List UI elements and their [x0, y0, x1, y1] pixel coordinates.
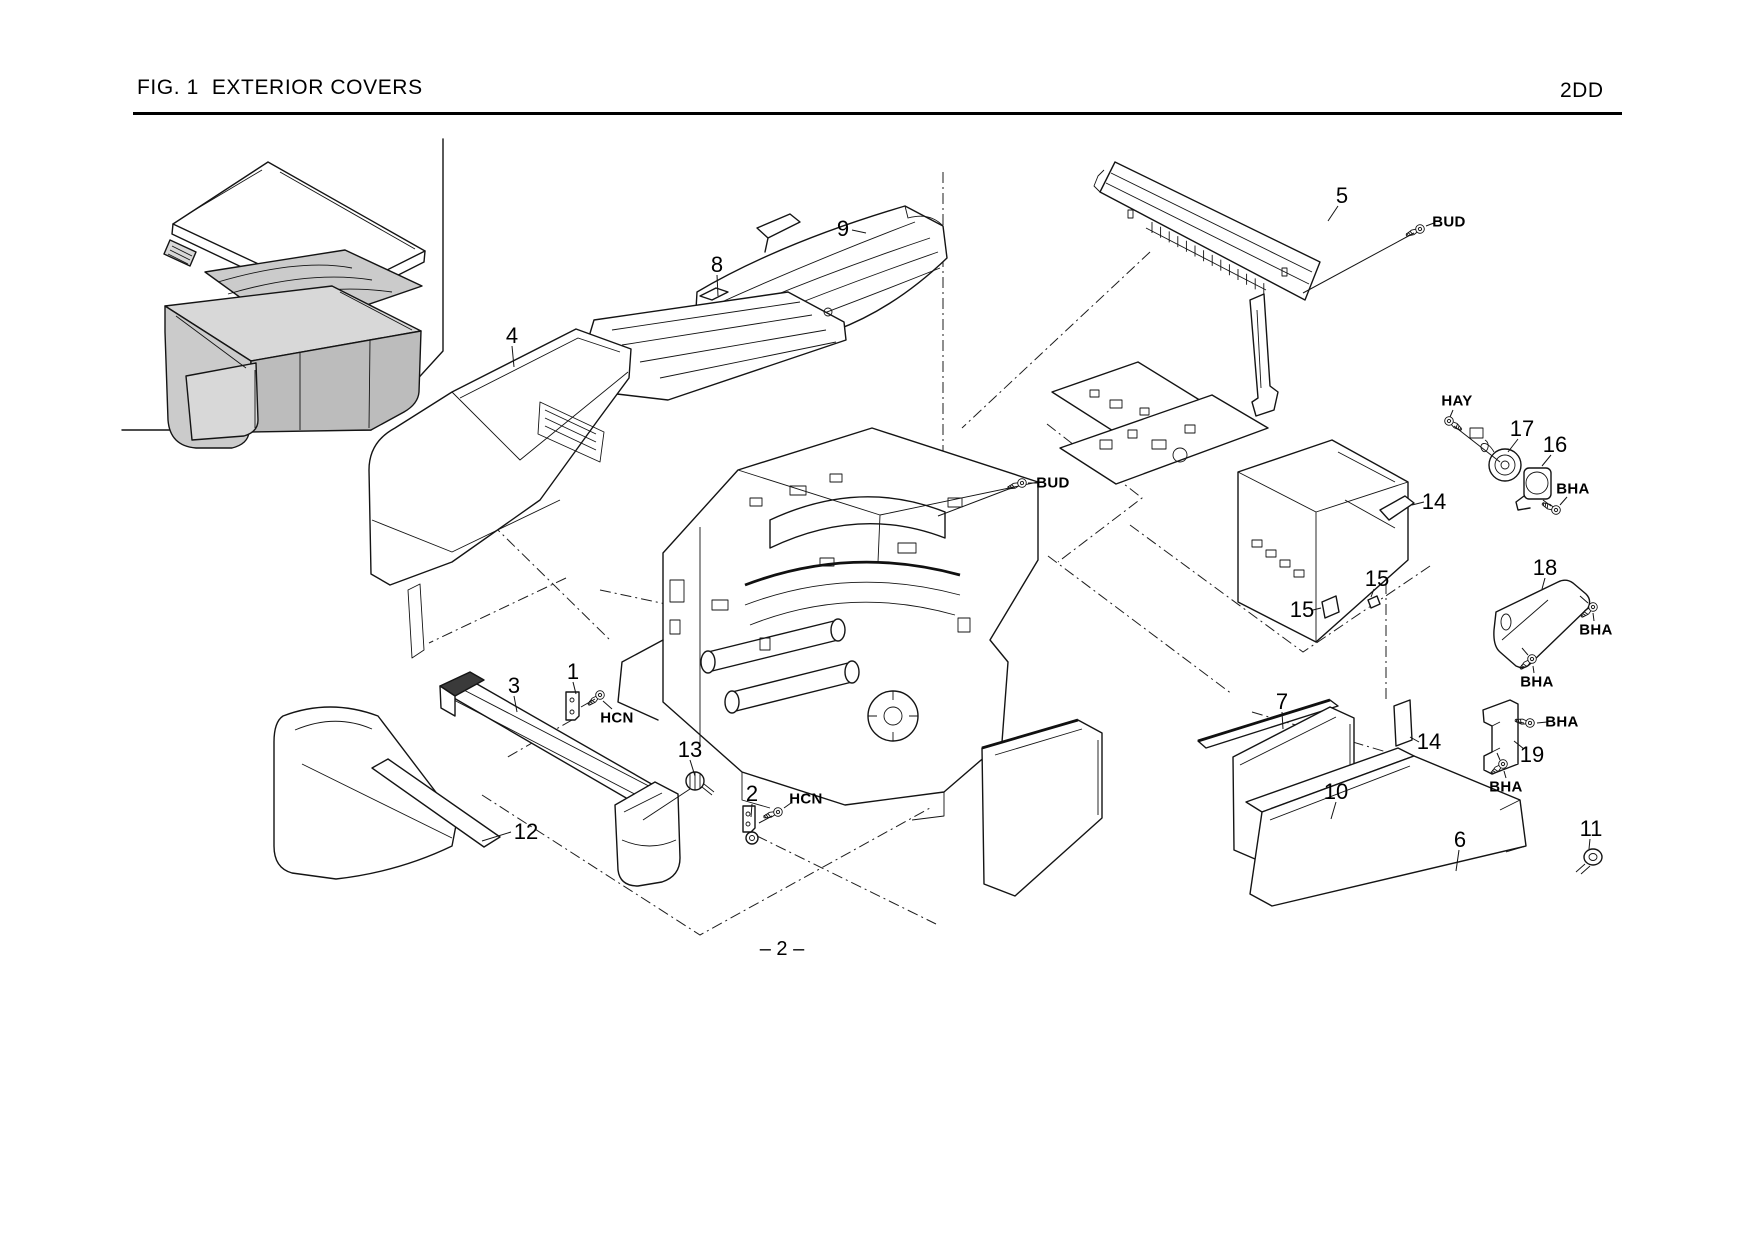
controller-boards [1051, 361, 1409, 643]
part-2-bracket [742, 805, 759, 845]
part-3-front-rail [439, 671, 681, 887]
part-17-speaker [1469, 427, 1522, 482]
locator-inset [121, 138, 444, 449]
part-14-pads [1379, 495, 1415, 747]
leader-lines [481, 205, 1595, 872]
front-lower-cover [273, 706, 458, 880]
part-6-rear-cover [1245, 747, 1527, 907]
figure-title: FIG. 1 EXTERIOR COVERS [137, 76, 423, 99]
part-1-bracket [565, 691, 580, 721]
page-number: – 2 – [759, 938, 805, 960]
part-11-knob [1575, 848, 1603, 875]
model-code: 2DD [1560, 79, 1604, 102]
main-chassis [617, 427, 1103, 897]
part-18-cover-plate [1493, 579, 1591, 669]
part-19-bracket [1482, 699, 1519, 775]
part-4-left-cover [368, 328, 632, 659]
part-16-speaker-housing [1515, 467, 1552, 511]
part-12-strip [371, 758, 501, 848]
part-15-pads [1321, 595, 1381, 619]
part-13-thumbscrew [685, 771, 715, 796]
header-rule [133, 112, 1622, 115]
part-5-top-cover-bar [1093, 161, 1321, 417]
